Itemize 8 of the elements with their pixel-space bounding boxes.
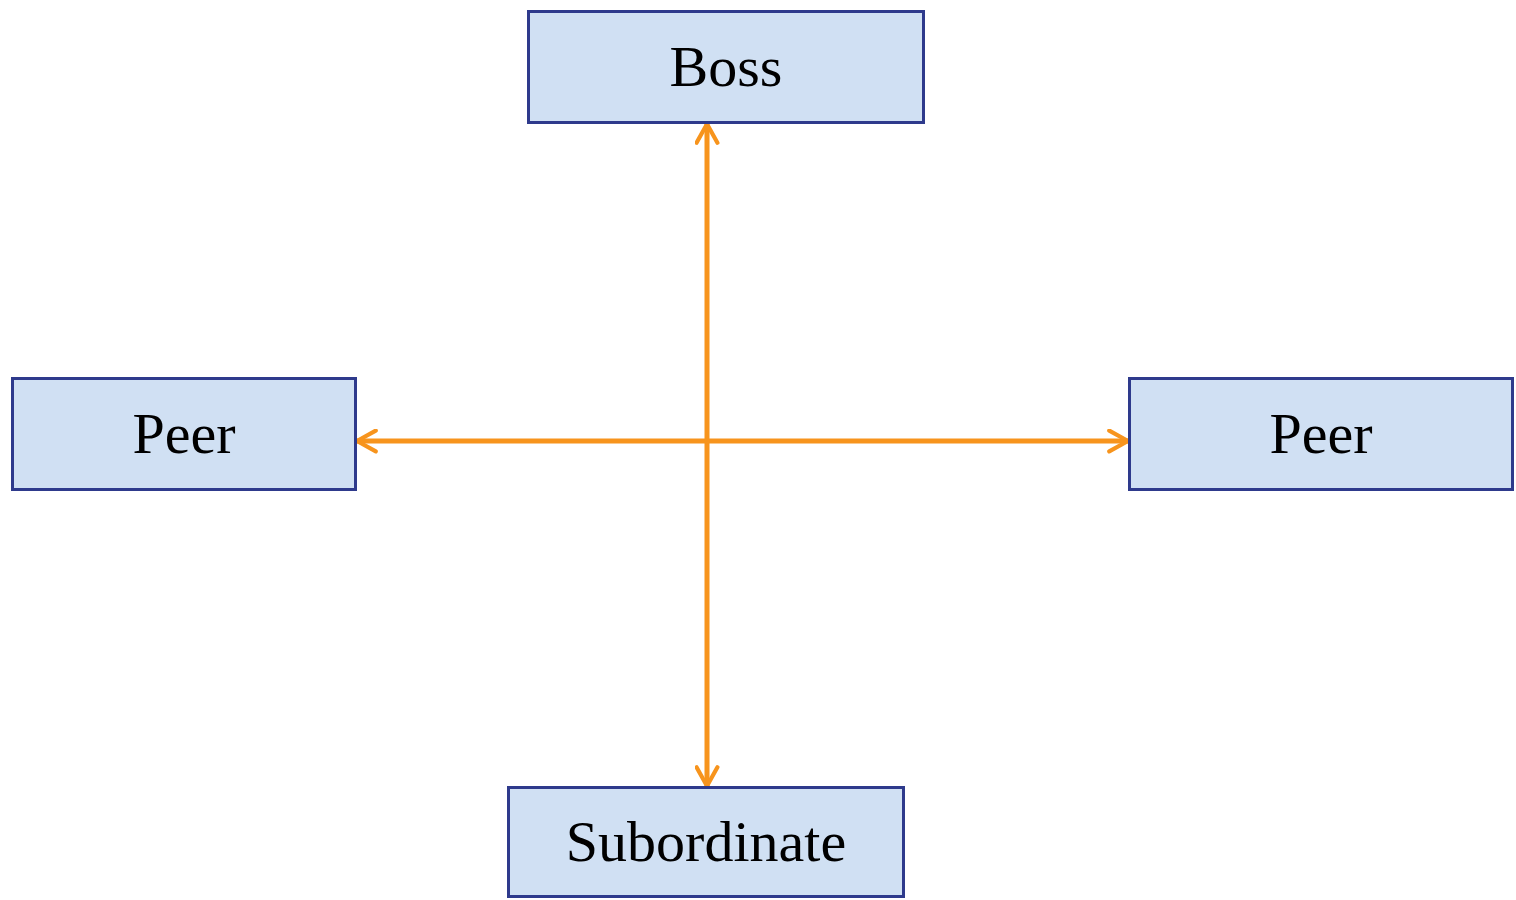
role-label: Boss — [669, 38, 783, 96]
role-label: Peer — [1269, 405, 1373, 463]
role-box — [527, 10, 925, 124]
role-box — [11, 377, 357, 491]
role-label: Peer — [132, 405, 236, 463]
role-box — [1128, 377, 1514, 491]
role-label: Subordinate — [565, 813, 847, 871]
role-box — [507, 786, 905, 898]
